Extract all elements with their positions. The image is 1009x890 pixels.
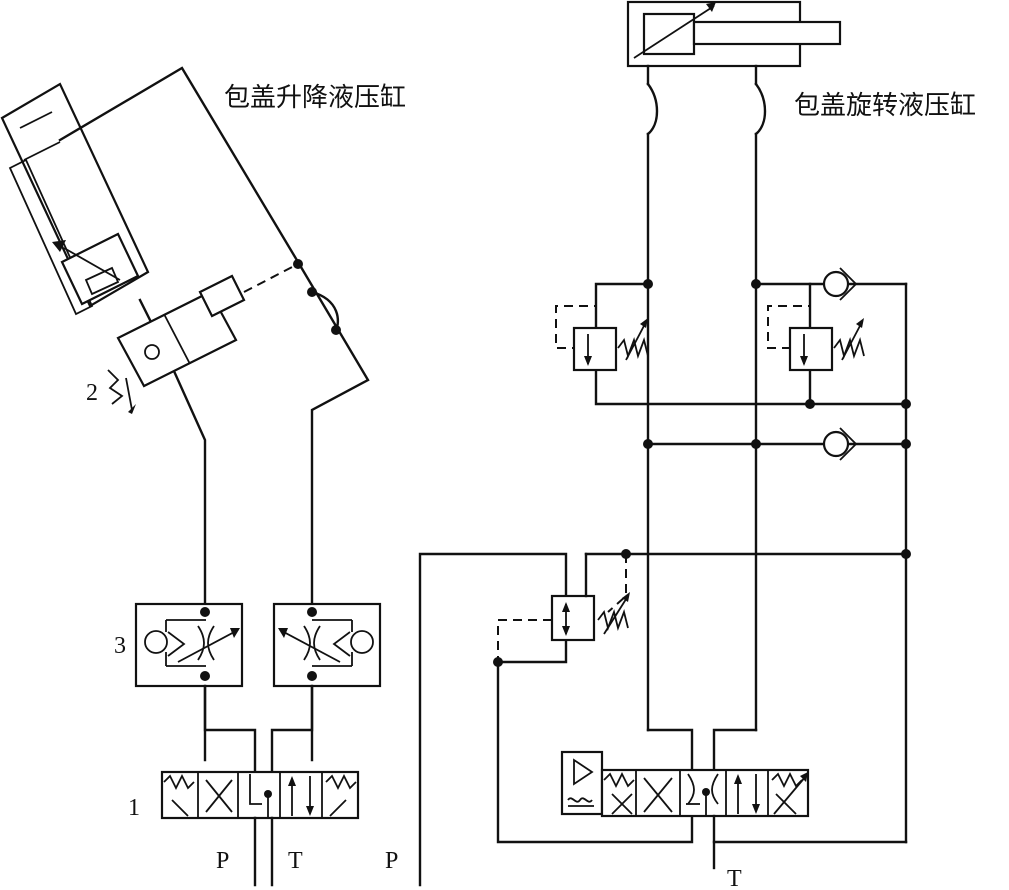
port-p-right-label: P <box>385 848 398 874</box>
relief-valve-left <box>555 282 908 406</box>
rotate-cylinder <box>626 0 842 68</box>
line-3b-to-valve1 <box>270 684 314 774</box>
lift-cylinder-line-a <box>58 66 370 762</box>
junction-r7 <box>901 439 911 449</box>
throttle-check-valve-3b <box>272 602 382 688</box>
junction-reducing-2 <box>901 549 911 559</box>
junction-reducing-1 <box>621 549 631 559</box>
item-2-label: 2 <box>86 380 98 406</box>
check-valve-top <box>808 267 908 301</box>
line-b-to-valve <box>712 728 758 772</box>
junction-r6 <box>751 439 761 449</box>
junction-r4 <box>901 399 911 409</box>
junction-r1 <box>643 279 653 289</box>
reducing-valve-outlet <box>496 638 694 844</box>
reducing-valve <box>497 552 630 662</box>
lift-junction-3 <box>331 325 341 335</box>
port-t-right-label: T <box>727 866 742 890</box>
item-3-label: 3 <box>114 633 126 659</box>
lift-junction-2 <box>307 287 317 297</box>
lift-cylinder-label: 包盖升降液压缸 <box>224 83 406 113</box>
line-a-to-valve <box>646 728 694 772</box>
directional-valve-right <box>560 750 810 818</box>
junction-r5 <box>643 439 653 449</box>
check-valve-bottom <box>646 427 908 461</box>
junction-reducing-3 <box>493 657 503 667</box>
port-p-left-label: P <box>216 848 229 874</box>
lift-cylinder <box>0 82 150 316</box>
throttle-check-valve-3a <box>134 602 244 688</box>
rotate-hose-right <box>754 82 767 136</box>
junction-3a-top <box>200 607 210 617</box>
junction-r2 <box>751 279 761 289</box>
junction-3a-bottom <box>200 671 210 681</box>
junction-r3 <box>805 399 815 409</box>
item-1-label: 1 <box>128 795 140 821</box>
rotate-hose-left <box>646 82 659 136</box>
pilot-check-valve-2 <box>107 263 299 414</box>
rotate-cylinder-label: 包盖旋转液压缸 <box>794 91 976 121</box>
junction-3b-bottom <box>307 671 317 681</box>
directional-valve-1 <box>160 770 360 820</box>
lift-cylinder-line-b <box>138 298 207 762</box>
junction-3b-top <box>307 607 317 617</box>
relief-valve-right <box>754 282 865 406</box>
port-p-right-line <box>418 552 568 887</box>
port-t-left-label: T <box>288 848 303 874</box>
line-3a-to-valve1 <box>203 684 257 774</box>
